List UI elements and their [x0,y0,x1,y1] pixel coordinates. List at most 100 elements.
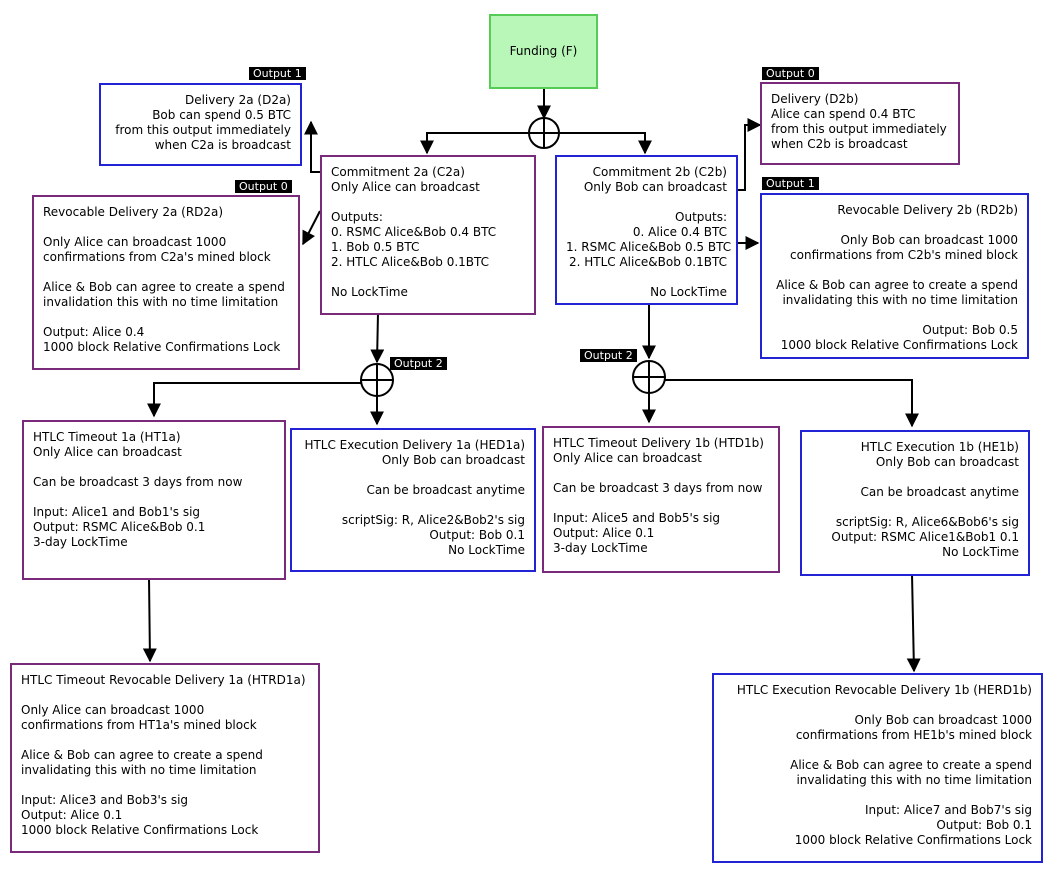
rd2b-line: Only Bob can broadcast 1000 [840,233,1018,247]
c2b-line: 1. RSMC Alice&Bob 0.5 BTC [566,240,732,254]
rd2b-line: Alice & Bob can agree to create a spend [776,278,1018,292]
arrow-he1b-to-herd1b [906,573,921,673]
hed1a-line: No LockTime [448,543,525,557]
arrow-split-to-c2b [559,132,652,155]
htrd1a-line: Alice & Bob can agree to create a spend [21,748,263,762]
output-tag-c2b-htlc: Output 2 [580,349,637,362]
hed1a-line [301,498,525,513]
ht1a-line: Input: Alice1 and Bob1's sig [33,505,201,519]
htrd1a-line [21,778,309,793]
rd2b-line [771,218,1018,233]
herd1b-line: confirmations from HE1b's mined block [795,728,1032,742]
he1b-line: Only Bob can broadcast [875,455,1019,469]
arrow-c2a-to-rd2a [302,210,321,246]
c2b-line: 2. HTLC Alice&Bob 0.1BTC [568,255,727,269]
herd1b-line: invalidating this with no time limitatio… [796,773,1032,787]
htrd1a-line: invalidating this with no time limitatio… [21,763,257,777]
rd2a-line [43,310,289,325]
rd2a-line: Revocable Delivery 2a (RD2a) [43,205,224,219]
node-he1b: HTLC Execution 1b (HE1b) Only Bob can br… [800,430,1030,576]
hed1a-line: Only Bob can broadcast [381,453,525,467]
arrow-ht1a-to-htrd1a [142,577,157,663]
htd1b-line: HTLC Timeout Delivery 1b (HTD1b) [553,436,764,450]
herd1b-line: Output: Bob 0.1 [936,818,1032,832]
c2b-line: 0. Alice 0.4 BTC [632,225,727,239]
ht1a-line: HTLC Timeout 1a (HT1a) [33,430,181,444]
node-rd2a: Revocable Delivery 2a (RD2a) Only Alice … [32,195,300,370]
htrd1a-line: HTLC Timeout Revocable Delivery 1a (HTRD… [21,673,306,687]
arrow-split-to-c2a [420,132,529,155]
split-node-c2a [360,363,394,397]
htd1b-line: 3-day LockTime [553,541,648,555]
arrow-c2b-to-d2b [736,118,762,191]
c2a-line: No LockTime [331,285,408,299]
htd1b-line: Output: Alice 0.1 [553,526,655,540]
htrd1a-line: confirmations from HT1a's mined block [21,718,257,732]
ht1a-line [33,490,275,505]
herd1b-line [723,788,1032,803]
rd2b-line [771,263,1018,278]
output-tag-d2b: Output 0 [762,67,819,80]
hed1a-line: Output: Bob 0.1 [429,528,525,542]
output-tag-d2a: Output 1 [249,67,306,80]
d2a-line: from this output immediately [115,123,291,137]
d2a-line: Delivery 2a (D2a) [184,93,291,107]
rd2a-line [43,265,289,280]
d2b-line: when C2b is broadcast [771,137,908,151]
rd2b-line [771,308,1018,323]
he1b-line: scriptSig: R, Alice6&Bob6's sig [835,515,1019,529]
arrow-c2a-to-d2a [304,120,320,173]
herd1b-line [723,743,1032,758]
c2b-line [566,195,727,210]
node-hed1a: HTLC Execution Delivery 1a (HED1a) Only … [290,428,536,572]
rd2b-line: Revocable Delivery 2b (RD2b) [837,203,1018,217]
rd2a-line: Alice & Bob can agree to create a spend [43,280,285,294]
ht1a-line [33,460,275,475]
split-node-c2b [632,360,666,394]
htd1b-line [553,496,769,511]
ht1a-line: 3-day LockTime [33,535,128,549]
herd1b-line: Alice & Bob can agree to create a spend [790,758,1032,772]
output-tag-rd2a: Output 0 [235,180,292,193]
hed1a-line [301,468,525,483]
herd1b-line: Only Bob can broadcast 1000 [854,713,1032,727]
he1b-line: HTLC Execution 1b (HE1b) [860,440,1019,454]
output-tag-rd2b: Output 1 [762,177,819,190]
funding-title: Funding (F) [509,44,578,58]
c2a-line: 2. HTLC Alice&Bob 0.1BTC [331,255,490,269]
d2b-line: Delivery (D2b) [771,92,859,106]
output-tag-c2a-htlc: Output 2 [390,357,447,370]
htrd1a-line: 1000 block Relative Confirmations Lock [21,823,259,837]
node-htrd1a: HTLC Timeout Revocable Delivery 1a (HTRD… [10,663,320,853]
rd2a-line [43,220,289,235]
rd2a-line: confirmations from C2a's mined block [43,250,271,264]
rd2a-line: 1000 block Relative Confirmations Lock [43,340,281,354]
rd2a-line: invalidation this with no time limitatio… [43,295,279,309]
hed1a-line: Can be broadcast anytime [366,483,525,497]
htrd1a-line: Only Alice can broadcast 1000 [21,703,205,717]
rd2a-line: Output: Alice 0.4 [43,325,145,339]
c2b-line: Outputs: [675,210,727,224]
d2a-line: Bob can spend 0.5 BTC [152,108,291,122]
c2a-line: 0. RSMC Alice&Bob 0.4 BTC [331,225,497,239]
htrd1a-line [21,688,309,703]
herd1b-line: 1000 block Relative Confirmations Lock [794,833,1032,847]
arrow-split-to-he1b [665,379,919,428]
herd1b-line: Input: Alice7 and Bob7's sig [864,803,1032,817]
node-d2b: Delivery (D2b) Alice can spend 0.4 BTC f… [760,82,960,165]
d2b-line: from this output immediately [771,122,947,136]
htrd1a-line [21,733,309,748]
funding-node: Funding (F) [489,14,598,89]
node-htd1b: HTLC Timeout Delivery 1b (HTD1b) Only Al… [542,426,780,573]
rd2a-line: Only Alice can broadcast 1000 [43,235,227,249]
node-d2a: Delivery 2a (D2a) Bob can spend 0.5 BTC … [99,83,302,166]
d2a-line: when C2a is broadcast [154,138,291,152]
htrd1a-line: Output: Alice 0.1 [21,808,123,822]
c2a-line: Commitment 2a (C2a) [331,165,465,179]
herd1b-line [723,698,1032,713]
rd2b-line: invalidating this with no time limitatio… [782,293,1018,307]
node-rd2b: Revocable Delivery 2b (RD2b) Only Bob ca… [760,193,1029,359]
herd1b-line: HTLC Execution Revocable Delivery 1b (HE… [736,683,1032,697]
arrow-c2a-to-split [370,312,385,364]
